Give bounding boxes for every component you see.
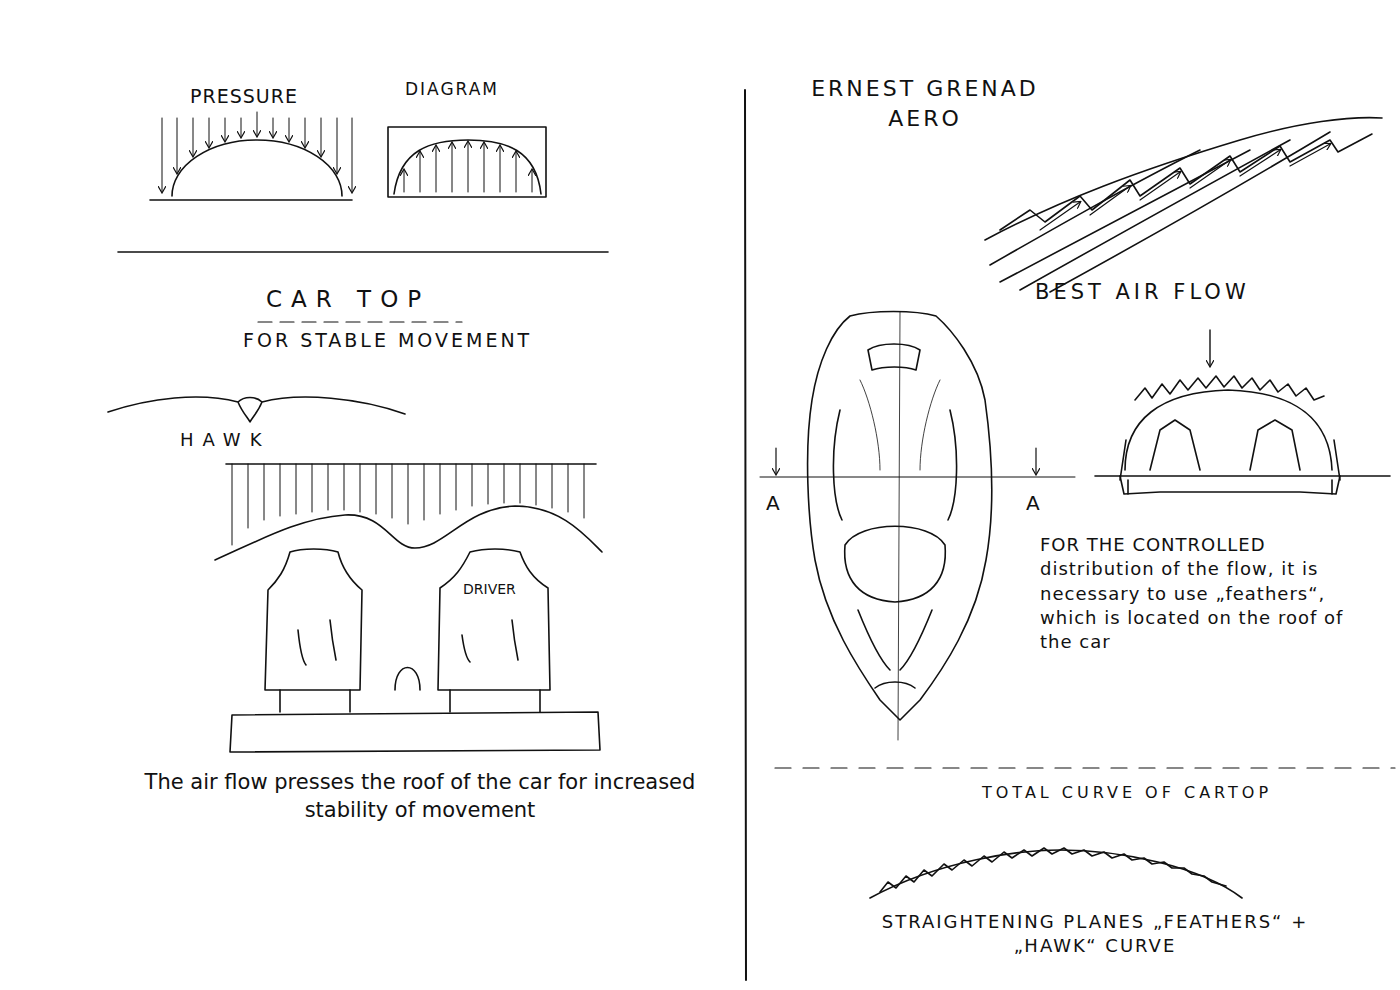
- heading-label: BEST AIR FLOW: [1035, 278, 1250, 306]
- note-text: STRAIGHTENING PLANES „FEATHERS“ + „HAWK“…: [860, 910, 1330, 959]
- pressure-dome: [150, 112, 352, 200]
- section-marker: [760, 448, 1075, 477]
- feathers-flow: [985, 118, 1382, 292]
- underline: [258, 321, 462, 322]
- total-curve: [870, 848, 1242, 898]
- seat-label: DRIVER: [463, 580, 516, 599]
- seats: [230, 549, 600, 752]
- note-text: The air flow presses the roof of the car…: [115, 768, 725, 825]
- page-title: ERNEST GRENAD AERO: [785, 74, 1065, 133]
- section-letter: A: [1026, 490, 1040, 517]
- hawk-figure: [108, 397, 405, 422]
- figure-label: HAWK: [180, 428, 270, 452]
- heading-label: CAR TOP: [266, 284, 430, 315]
- divider-line: [118, 251, 608, 253]
- page-divider: [745, 90, 746, 980]
- heading-label: TOTAL CURVE OF CARTOP: [982, 782, 1272, 804]
- car-top-view: [808, 312, 992, 741]
- heading-label: FOR STABLE MOVEMENT: [243, 328, 532, 354]
- dashed-line: [775, 767, 1395, 768]
- section-view: [1095, 376, 1390, 494]
- heading-label: DIAGRAM: [405, 78, 499, 101]
- pointer-arrow: [1209, 330, 1210, 366]
- lift-diagram: [388, 127, 546, 197]
- roof-pressure: [215, 464, 602, 560]
- note-text: FOR THE CONTROLLED distribution of the f…: [1040, 533, 1380, 654]
- section-letter: A: [766, 490, 780, 517]
- heading-label: PRESSURE: [190, 84, 298, 110]
